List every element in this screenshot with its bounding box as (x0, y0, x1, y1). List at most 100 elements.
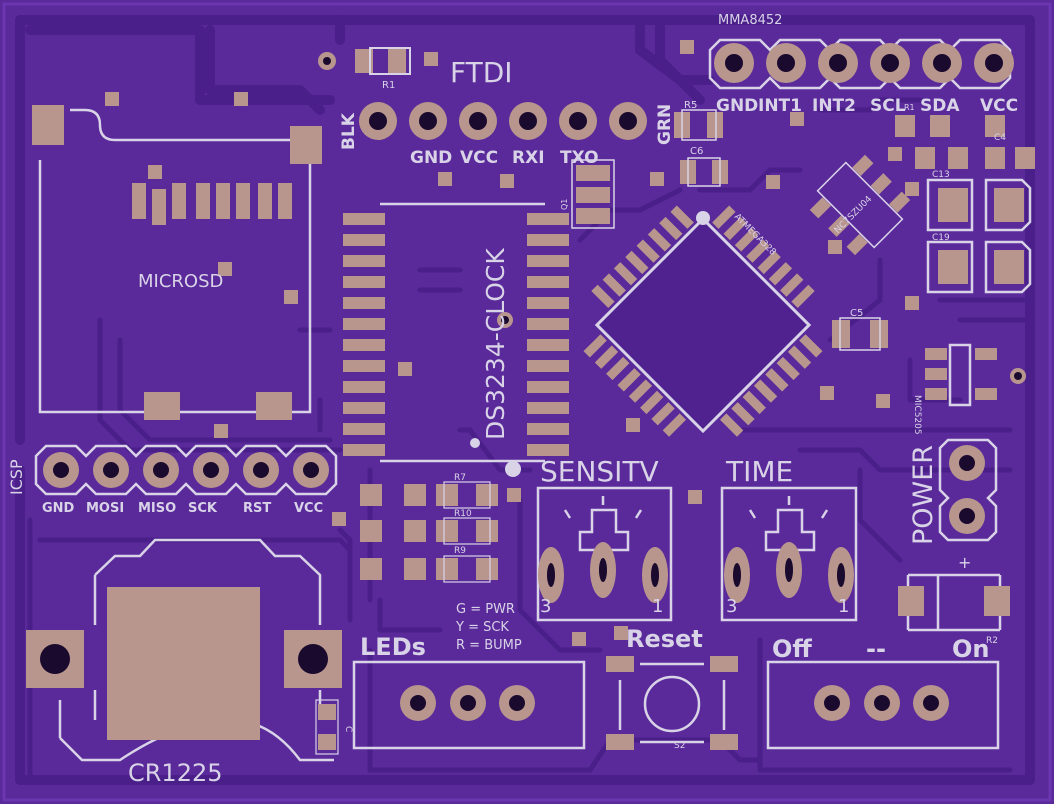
ftdi-pin (559, 102, 597, 140)
microsd-socket (32, 105, 322, 420)
mma-pin (922, 43, 962, 83)
ftdi-pin (359, 102, 397, 140)
icsp-pin-vcc-label: VCC (294, 501, 323, 516)
leds-connector (352, 660, 586, 750)
power-header (938, 438, 998, 542)
mma-pin (714, 43, 754, 83)
sensitv-label: SENSITV (540, 455, 659, 488)
icsp-pin-sck-label: SCK (188, 501, 218, 516)
c6-label: C6 (690, 146, 703, 157)
ftdi-pin-gnd-label: GND (410, 148, 452, 168)
mma-pin-vcc-label: VCC (980, 96, 1018, 116)
icsp-pin-miso-label: MISO (138, 501, 176, 516)
power-label: POWER (908, 445, 939, 545)
icsp-pin-mosi-label: MOSI (86, 501, 124, 516)
legend-sck: Y = SCK (455, 620, 509, 635)
grn-label: GRN (655, 104, 675, 145)
mma-header (708, 38, 1014, 90)
ftdi-pin (609, 102, 647, 140)
plus-label: + (958, 553, 971, 572)
sensitv-pin3-label: 3 (540, 596, 551, 617)
ftdi-pin-vcc-label: VCC (460, 148, 498, 168)
sensitivity-potentiometer (536, 486, 673, 622)
ftdi-label: FTDI (450, 56, 513, 89)
mma-pin-gnd-label: GND (716, 96, 758, 116)
mma-pin-scl-label: SCL (870, 96, 906, 116)
off-label: Off (772, 635, 812, 663)
c5-capacitor (832, 317, 888, 351)
blk-label: BLK (339, 112, 359, 150)
c13-label: C13 (932, 170, 950, 180)
r5-resistor (674, 109, 723, 141)
c4-label: C4 (994, 133, 1006, 143)
icsp-pin-rst-label: RST (243, 501, 271, 516)
icsp-pin (143, 452, 179, 488)
mma-pin-int2-label: INT2 (812, 96, 856, 116)
icsp-pin (293, 452, 329, 488)
legend-bump: R = BUMP (456, 638, 522, 653)
microsd-label: MICROSD (138, 271, 223, 292)
icsp-pin (243, 452, 279, 488)
time-pin1-label: 1 (838, 596, 849, 617)
r1-small-label: R1 (904, 103, 915, 112)
r5-label: R5 (684, 100, 697, 111)
cr1225-label: CR1225 (128, 759, 223, 787)
reset-switch (606, 656, 738, 750)
on-label: On (952, 635, 990, 663)
ftdi-pin (459, 102, 497, 140)
r9-label: R9 (454, 546, 466, 556)
legend-pwr: G = PWR (456, 602, 515, 617)
r1-label: R1 (382, 80, 395, 91)
time-pin3-label: 3 (726, 596, 737, 617)
battery-cap-label: C (343, 726, 353, 732)
cr1225-battery-holder (26, 538, 342, 762)
ncp-chip (809, 154, 911, 256)
ftdi-pin-txo-label: TXO (560, 148, 599, 168)
ftdi-header (359, 102, 647, 140)
mic5205-regulator (925, 343, 997, 407)
leds-label: LEDs (360, 633, 426, 661)
power-switch (766, 660, 1000, 750)
mma-pin-int1-label: INT1 (758, 96, 802, 116)
dash-label: -- (866, 635, 886, 663)
c6-capacitor (680, 157, 728, 187)
c19-label: C19 (932, 233, 950, 243)
icsp-pin (93, 452, 129, 488)
time-potentiometer (720, 486, 858, 622)
mma-pin (766, 43, 806, 83)
mma-pin (870, 43, 910, 83)
icsp-header (34, 444, 338, 496)
reset-label: Reset (626, 625, 703, 653)
time-label: TIME (725, 455, 793, 488)
ds3234-label: DS3234-CLOCK (481, 248, 510, 440)
s2-label: S2 (674, 741, 685, 751)
ftdi-pin (509, 102, 547, 140)
mic-label: MIC5205 (912, 395, 922, 435)
led-resistors (360, 481, 498, 583)
atmega-chip (583, 205, 823, 437)
r7-label: R7 (454, 473, 466, 483)
copper-traces (15, 15, 1035, 785)
r10-label: R10 (454, 509, 472, 519)
icsp-pin-gnd-label: GND (42, 501, 75, 516)
mma-label: MMA8452 (718, 13, 782, 28)
diode (898, 573, 1010, 632)
mma-pin (818, 43, 858, 83)
ds3234-chip (343, 202, 569, 477)
c5-label: C5 (850, 308, 863, 319)
battery-capacitor (315, 699, 339, 755)
right-smd-cluster (895, 115, 1035, 294)
q1-label: Q1 (560, 199, 569, 210)
ftdi-pin-rxi-label: RXI (512, 148, 545, 168)
icsp-label: ICSP (7, 459, 26, 495)
ftdi-pin (409, 102, 447, 140)
mma-pin (974, 43, 1014, 83)
r2-label: R2 (986, 636, 998, 646)
mma-pin-sda-label: SDA (920, 96, 960, 116)
r1-resistor: R1 (318, 47, 438, 91)
icsp-pin (193, 452, 229, 488)
sensitv-pin1-label: 1 (652, 596, 663, 617)
